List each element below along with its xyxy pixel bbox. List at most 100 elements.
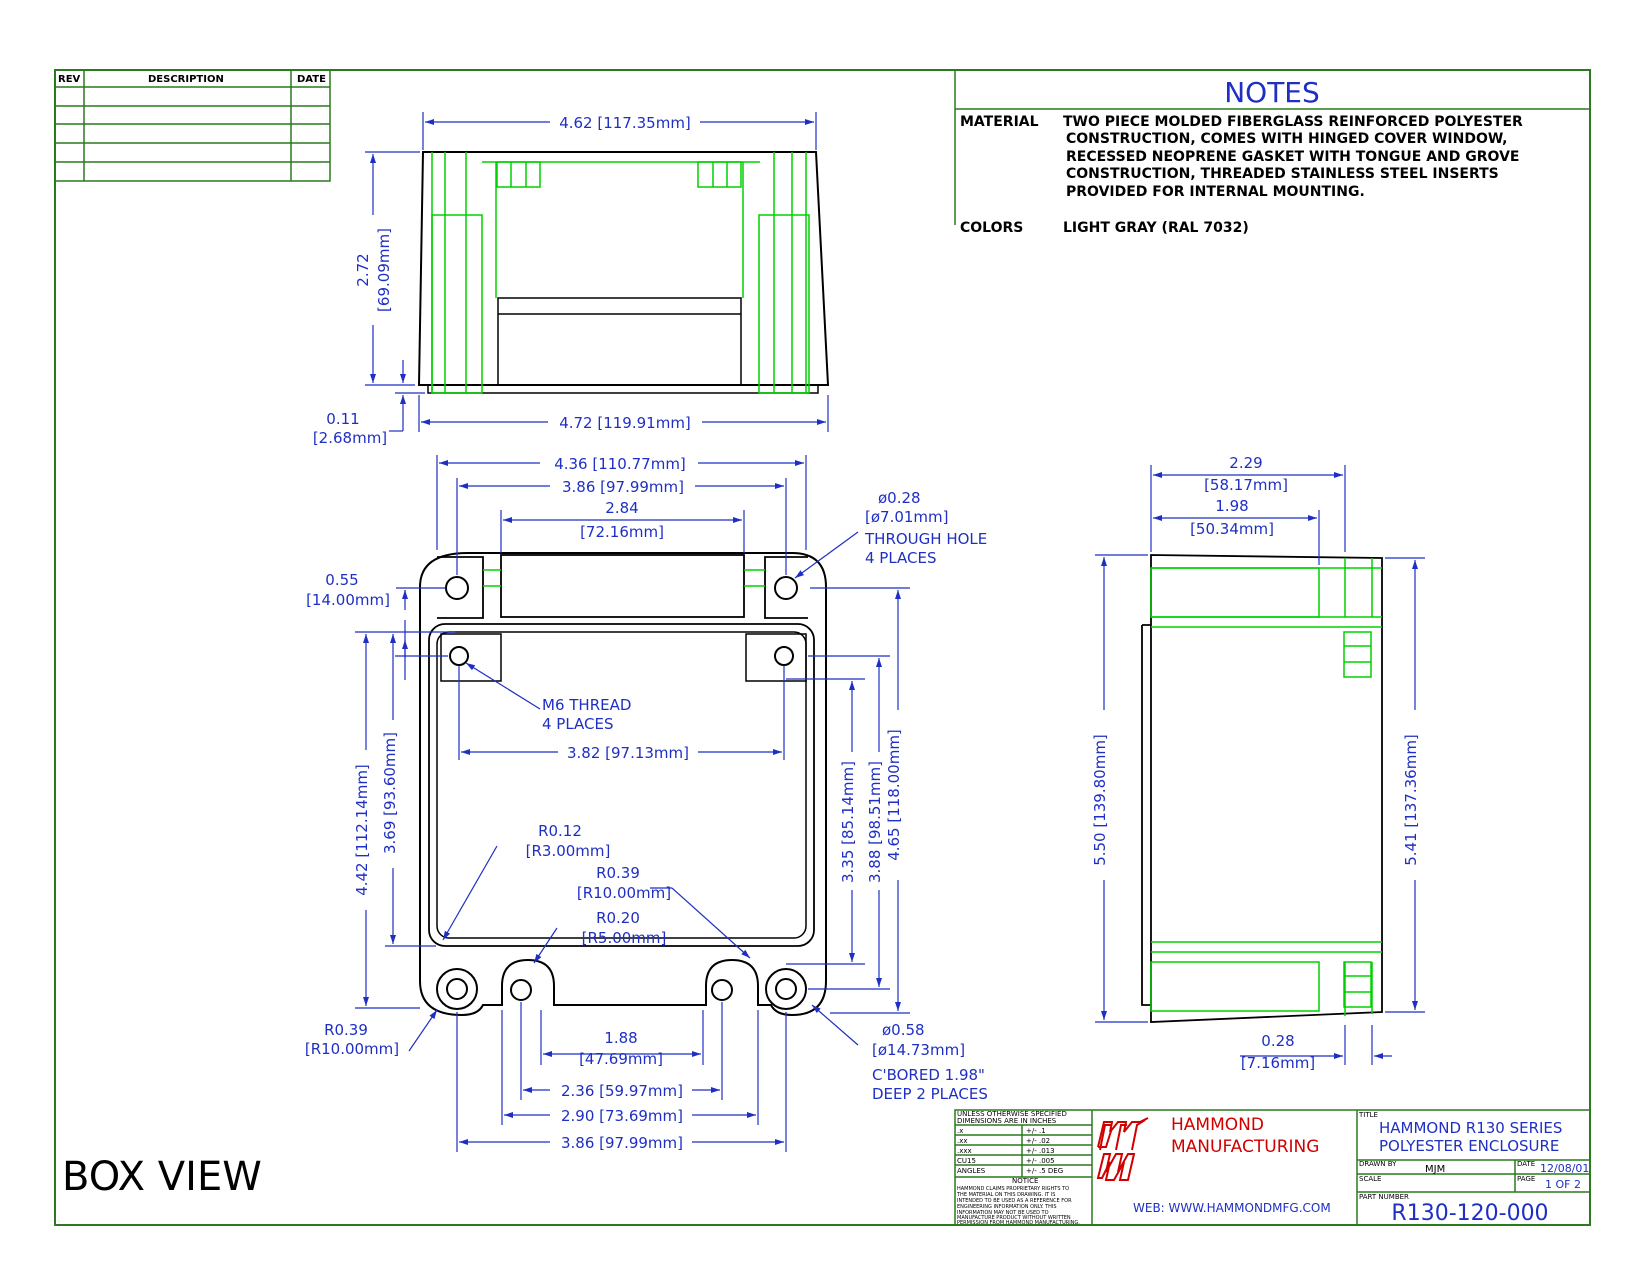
company-name: MANUFACTURING xyxy=(1171,1137,1319,1157)
plan-view-boss xyxy=(440,633,502,682)
dim-text: 0.28 xyxy=(1261,1032,1294,1050)
dimension-lines xyxy=(355,112,1425,1152)
dim-text: [14.00mm] xyxy=(306,591,390,609)
material-label: MATERIAL xyxy=(960,114,1039,130)
through-hole xyxy=(445,576,469,600)
material-line: CONSTRUCTION, THREADED STAINLESS STEEL I… xyxy=(1066,166,1499,182)
side-view-outline xyxy=(1150,554,1383,1023)
dim-text: [ø14.73mm] xyxy=(872,1041,965,1059)
notes-heading: NOTES xyxy=(1224,76,1320,109)
plan-view-gasket xyxy=(436,631,807,939)
dim-text: 3.82 [97.13mm] xyxy=(567,744,689,762)
front-view-window xyxy=(497,297,742,386)
dimension-texts: 4.62 [117.35mm] 2.72 [69.09mm] 0.11 [2.6… xyxy=(305,114,1420,1152)
notice-line: INFORMATION MAY NOT BE USED TO xyxy=(957,1210,1049,1216)
dim-text: 2.90 [73.69mm] xyxy=(561,1107,683,1125)
plan-view-green xyxy=(483,569,765,587)
dim-text: 4.42 [112.14mm] xyxy=(353,764,371,896)
dim-text: R0.39 xyxy=(596,864,640,882)
dim-text: [R5.00mm] xyxy=(582,929,667,947)
dim-text: [ø7.01mm] xyxy=(865,508,949,526)
dim-text: [72.16mm] xyxy=(580,523,664,541)
dim-text: 2.84 xyxy=(605,499,638,517)
part-number-label: PART NUMBER xyxy=(1359,1193,1409,1201)
plan-view-boss xyxy=(745,633,807,682)
dim-text: 0.11 xyxy=(326,410,359,428)
dim-text: 5.50 [139.80mm] xyxy=(1091,734,1109,866)
tol-key: .x xyxy=(957,1127,963,1135)
page-value: 1 OF 2 xyxy=(1545,1178,1581,1191)
dim-text: 4.36 [110.77mm] xyxy=(554,455,686,473)
colors-value: LIGHT GRAY (RAL 7032) xyxy=(1063,220,1249,236)
dim-text: C'BORED 1.98" xyxy=(872,1066,985,1084)
dim-text: 2.29 xyxy=(1229,454,1262,472)
dim-text: THROUGH HOLE xyxy=(864,530,987,548)
notice-title: NOTICE xyxy=(1012,1177,1038,1185)
m6-thread-hole xyxy=(774,646,794,666)
tol-val: +/- .5 DEG xyxy=(1026,1167,1063,1175)
dim-text: [69.09mm] xyxy=(375,228,393,312)
plan-view-lip xyxy=(428,623,815,947)
dim-text: 2.72 xyxy=(354,253,372,286)
dim-text: 2.36 [59.97mm] xyxy=(561,1082,683,1100)
dim-text: R0.39 xyxy=(324,1021,368,1039)
drawing-title: HAMMOND R130 SERIES xyxy=(1379,1119,1562,1137)
date-value: 12/08/01 xyxy=(1540,1162,1589,1175)
tol-val: +/- .1 xyxy=(1026,1127,1046,1135)
dim-text: 3.88 [98.51mm] xyxy=(866,761,884,883)
dim-text: ø0.58 xyxy=(882,1021,925,1039)
dim-text: 3.69 [93.60mm] xyxy=(381,732,399,854)
dim-text: M6 THREAD xyxy=(542,696,631,714)
scale-label: SCALE xyxy=(1359,1175,1381,1183)
part-number: R130-120-000 xyxy=(1391,1201,1548,1226)
sheet-border xyxy=(54,69,1591,1226)
tol-val: +/- .02 xyxy=(1026,1137,1050,1145)
tol-header: DIMENSIONS ARE IN INCHES xyxy=(957,1117,1057,1125)
front-view-outline xyxy=(417,151,830,386)
title-block xyxy=(954,1109,1591,1226)
company-name: HAMMOND xyxy=(1171,1115,1264,1135)
dim-text: 3.35 [85.14mm] xyxy=(839,761,857,883)
material-line: CONSTRUCTION, COMES WITH HINGED COVER WI… xyxy=(1066,131,1508,147)
dim-text: [58.17mm] xyxy=(1204,476,1288,494)
dim-text: 4.62 [117.35mm] xyxy=(559,114,691,132)
material-line: RECESSED NEOPRENE GASKET WITH TONGUE AND… xyxy=(1066,149,1519,165)
notice-line: INTENDED TO BE USED AS A REFERENCE FOR xyxy=(957,1198,1072,1204)
dim-text: ø0.28 xyxy=(878,489,921,507)
tol-key: .xx xyxy=(957,1137,968,1145)
side-view xyxy=(1141,554,1383,1023)
plan-view-boss xyxy=(437,556,484,619)
tolerance-table: UNLESS OTHERWISE SPECIFIED DIMENSIONS AR… xyxy=(956,1110,1080,1226)
tol-val: +/- .013 xyxy=(1026,1147,1055,1155)
m6-thread-hole xyxy=(449,646,469,666)
counterbore-hole xyxy=(436,968,478,1010)
material-lines: TWO PIECE MOLDED FIBERGLASS REINFORCED P… xyxy=(1063,114,1523,200)
tol-header: UNLESS OTHERWISE SPECIFIED xyxy=(957,1110,1067,1118)
dim-text: 4 PLACES xyxy=(865,549,937,567)
notice-line: HAMMOND CLAIMS PROPRIETARY RIGHTS TO xyxy=(957,1186,1069,1192)
dim-text: [50.34mm] xyxy=(1190,520,1274,538)
tol-key: CU15 xyxy=(957,1157,976,1165)
notice-line: PERMISSION FROM HAMMOND MANUFACTURING. xyxy=(957,1220,1080,1226)
dim-text: 5.41 [137.36mm] xyxy=(1402,734,1420,866)
tol-val: +/- .005 xyxy=(1026,1157,1055,1165)
view-label: BOX VIEW xyxy=(62,1154,262,1200)
counterbore-hole xyxy=(775,978,797,1000)
front-view-hidden-lines xyxy=(431,152,810,394)
dim-text: R0.20 xyxy=(596,909,640,927)
dim-text: [R3.00mm] xyxy=(526,842,611,860)
mount-hole xyxy=(510,979,532,1001)
dim-text: [47.69mm] xyxy=(579,1050,663,1068)
page-label: PAGE xyxy=(1517,1175,1535,1183)
notice-line: ENGINEERING INFORMATION ONLY. THIS xyxy=(957,1204,1057,1210)
revision-table xyxy=(54,69,331,182)
mount-hole xyxy=(711,979,733,1001)
dim-text: 4 PLACES xyxy=(542,715,614,733)
date-header: DATE xyxy=(297,74,326,85)
drawing-title: POLYESTER ENCLOSURE xyxy=(1379,1137,1559,1155)
notice-line: MANUFACTURE PRODUCT WITHOUT WRITTEN xyxy=(957,1215,1071,1221)
dim-text: 4.65 [118.00mm] xyxy=(885,729,903,861)
side-view-cover xyxy=(1141,624,1151,1006)
side-view-hidden-lines xyxy=(1150,558,1382,1016)
